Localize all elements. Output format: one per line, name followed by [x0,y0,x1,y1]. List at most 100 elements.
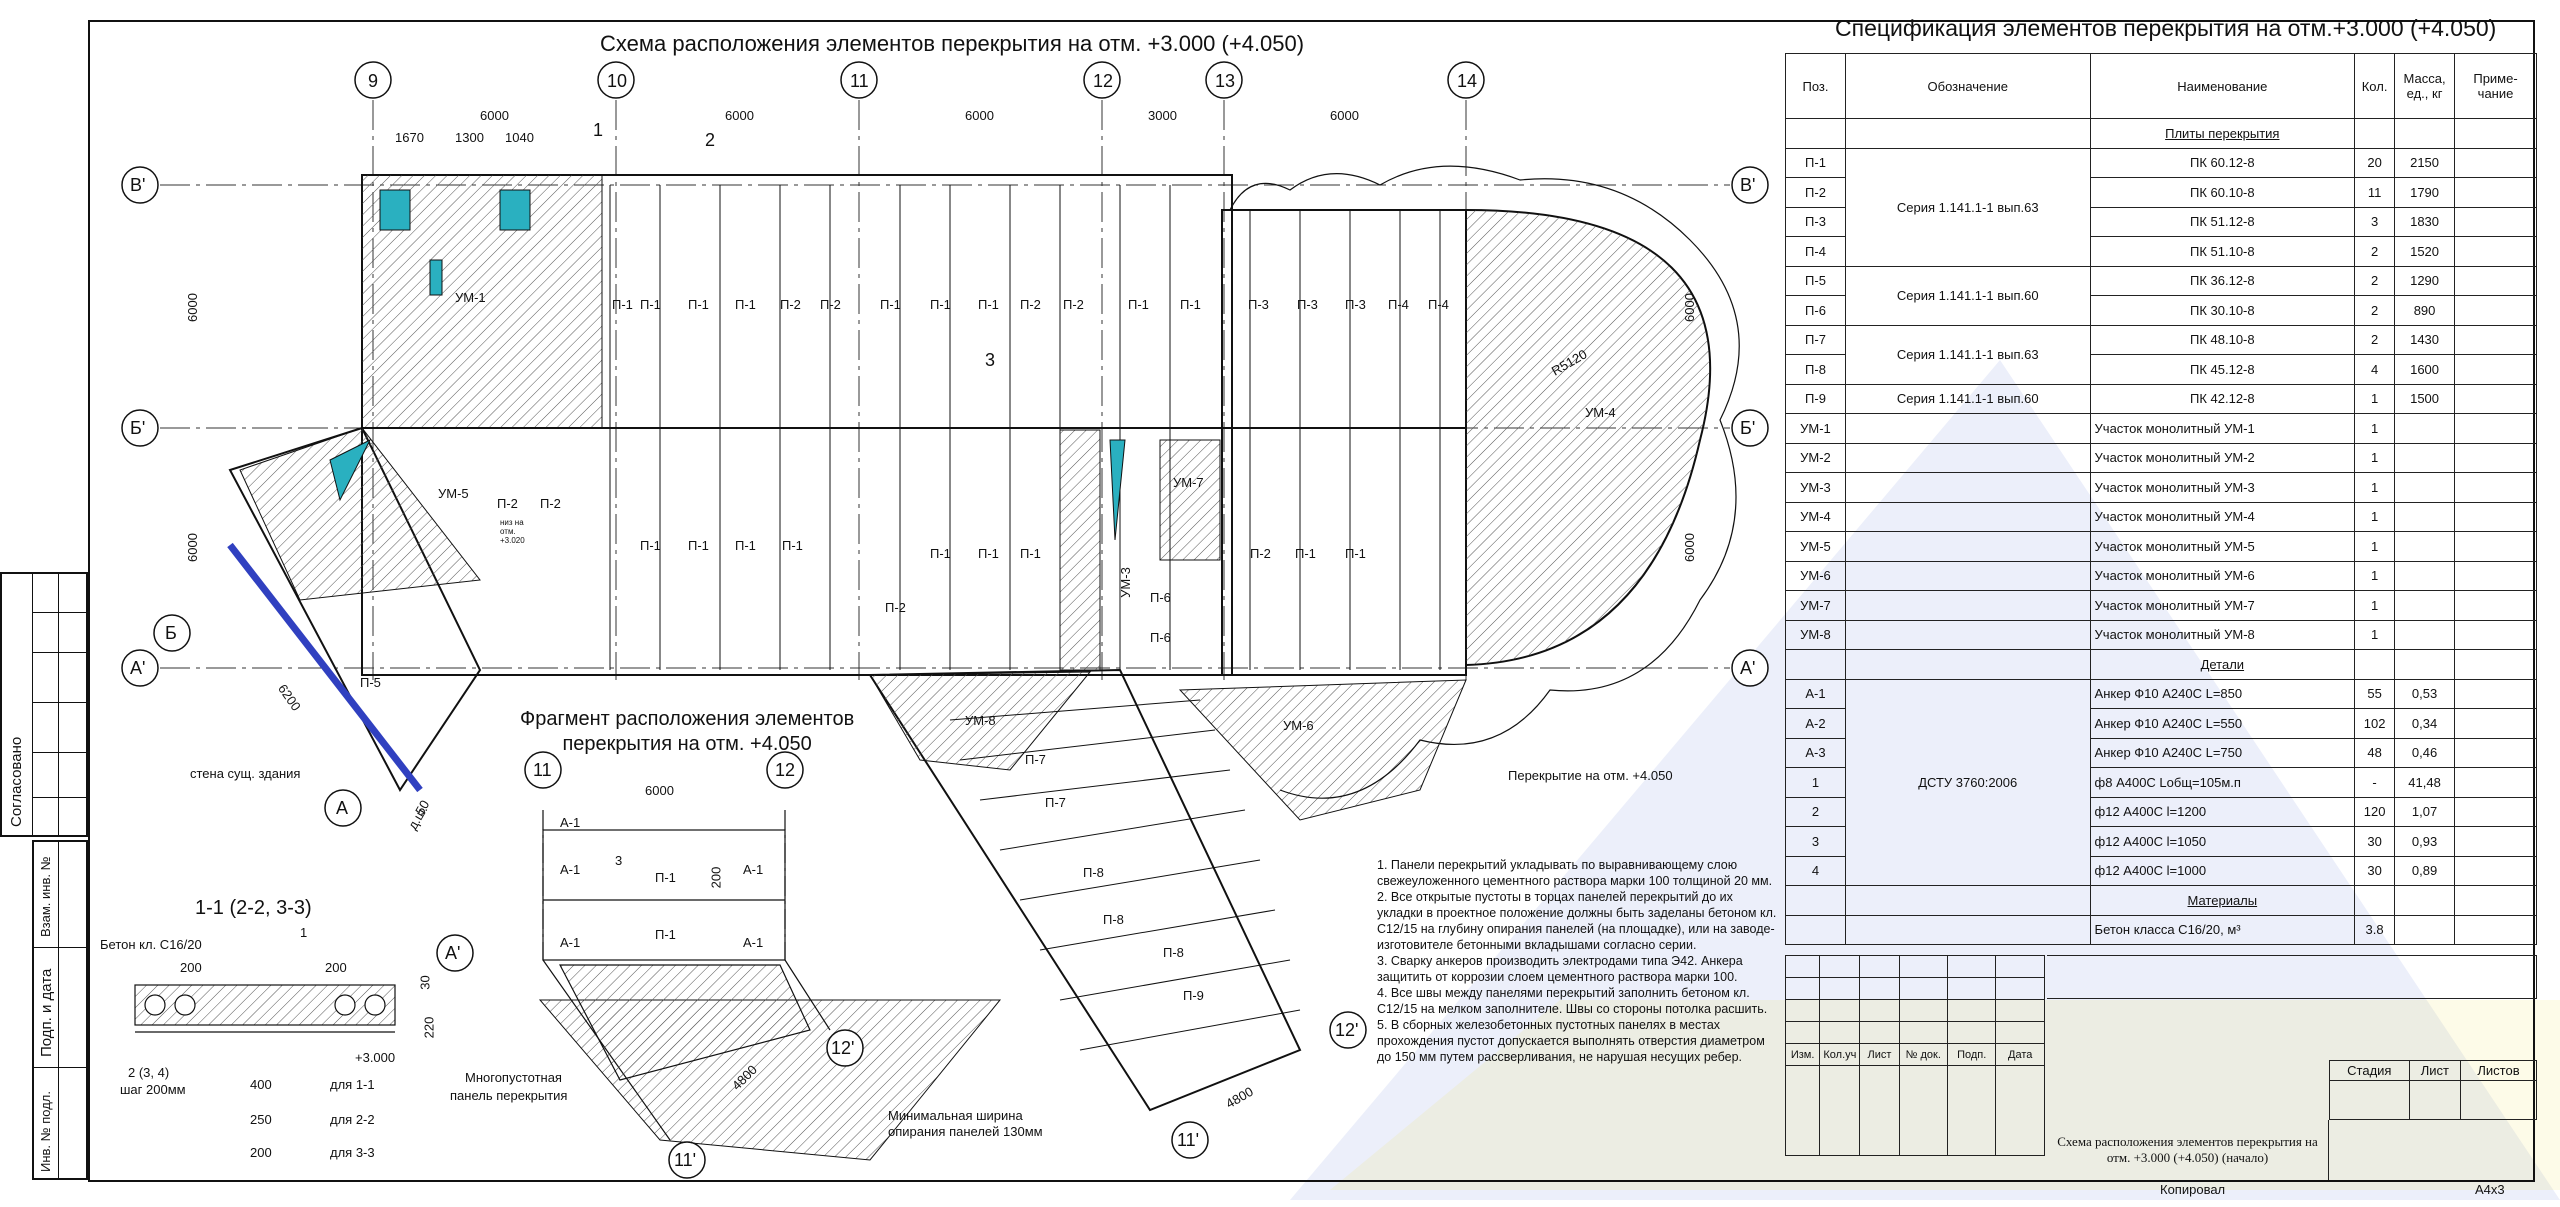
panel-r1-9: П-1 [978,297,999,312]
note-3: 3. Сварку анкеров производить электродам… [1377,954,1743,984]
fragment-axis-11p: 11' [674,1150,697,1170]
axis-a-diag-label: А [336,798,349,818]
cell: 3 [1785,826,1846,857]
dim-top-1: 6000 [480,108,509,123]
stamp-stage: Стадия [2329,1059,2410,1082]
fragment-anchor-5: А-1 [560,815,581,830]
spec-series-4: Серия 1.141.1-1 вып.60 [1844,383,2091,414]
spec-title: Спецификация элементов перекрытия на отм… [1835,15,2497,41]
fragment-panel-2: П-1 [655,927,676,942]
cell: 102 [2354,708,2396,739]
panel-r1-3: П-1 [688,297,709,312]
cell: 1 [2354,560,2396,591]
fragment-anchor-2: А-1 [743,862,764,877]
cell: 4 [1785,855,1846,886]
table-row: Материалы [1785,885,2537,916]
cell: П-4 [1785,236,1846,267]
stamp-col-date: Дата [1995,1043,2045,1066]
cell: П-2 [1785,177,1846,208]
dim-sub-2: 1300 [455,130,484,145]
spec-table: Поз. Обозначение Наименование Кол. Масса… [1785,53,2537,945]
cell: 0,93 [2394,826,2456,857]
plan-axis-11p: 11' [1177,1130,1200,1150]
fragment-anchor-3: А-1 [560,935,581,950]
section-dim-200b: 200 [325,960,347,975]
section-row-3-for: для 3-3 [330,1145,375,1160]
section-mark-1: 1 [300,925,308,940]
panel-d-5: П-8 [1103,912,1124,927]
spec-series-3: Серия 1.141.1-1 вып.63 [1844,324,2091,385]
cell: 1 [2354,619,2396,650]
fragment-axis-12: 12 [775,760,796,780]
cell: 1600 [2394,354,2456,385]
callout-3: 3 [985,350,996,370]
cell: 1520 [2394,236,2456,267]
cell: Участок монолитный УМ-7 [2089,590,2356,621]
cell: ф8 А400С Lобщ=105м.п [2089,767,2356,798]
note-2: 2. Все открытые пустоты в торцах панелей… [1377,890,1777,952]
panel-r1-10: П-2 [1020,297,1041,312]
fragment-bubbles [436,751,1367,1179]
side-inv-orig: Инв. № подл. [38,1091,53,1172]
section-dim-30: 30 [417,975,433,990]
stamp-revision-grid: Изм. Кол.уч Лист № док. Подп. Дата [1784,955,2045,1156]
cell: Участок монолитный УМ-2 [2089,442,2356,473]
panel-r1-17: П-4 [1388,297,1409,312]
fragment-drawing [542,810,831,1141]
dim-sub-1: 1670 [395,130,424,145]
side-stamp: Согласовано Взам. инв. № Подп. и дата Ин… [0,572,88,1182]
panel-r2-8: П-1 [978,546,999,561]
section-dim-220: 220 [421,1016,437,1039]
fragment-anchor-4: А-1 [743,935,764,950]
side-sign-date: Подп. и дата [38,968,55,1057]
panel-r2-1: П-2 [497,496,518,511]
panel-r2-6: П-1 [782,538,803,553]
dim-top-3: 6000 [965,108,994,123]
panel-lines [362,185,1466,1051]
spec-dstu: ДСТУ 3760:2006 [1844,678,2091,886]
spec-material-name: Бетон класса С16/20, м³ [2089,914,2356,945]
cell: Участок монолитный УМ-3 [2089,472,2356,503]
cell: Участок монолитный УМ-5 [2089,531,2356,562]
zone-um3: УМ-3 [1117,567,1133,598]
cell: 2 [2354,295,2396,326]
stamp-format: А4х3 [2475,1182,2505,1197]
section-panel-label-2: панель перекрытия [450,1088,568,1103]
axis-12-label: 12 [1093,71,1114,91]
fragment-axis-11: 11 [533,760,552,780]
panel-d-9: П-6 [1150,590,1171,605]
section-panel-label-1: Многопустотная [465,1070,562,1085]
panel-r1-8: П-1 [930,297,951,312]
zone-um5: УМ-5 [438,486,469,501]
cell: УМ-7 [1785,590,1846,621]
cell: 1 [2354,442,2396,473]
overlap-note: Перекрытие на отм. +4.050 [1508,768,1673,783]
callout-1: 1 [593,120,604,140]
stamp-stage-grid: Стадия Лист Листов [2329,1059,2537,1120]
section-row-3-dim: 200 [250,1145,272,1160]
cell: ПК 42.12-8 [2089,383,2356,414]
section-row-1-for: для 1-1 [330,1077,375,1092]
cell: 3 [2354,206,2396,237]
cell: 4 [2354,354,2396,385]
spec-material-qty: 3.8 [2354,914,2396,945]
panel-r1-4: П-1 [735,297,756,312]
cell: ПК 48.10-8 [2089,324,2356,355]
panel-r1-14: П-3 [1248,297,1269,312]
cell: 1 [2354,472,2396,503]
existing-wall-note: стена сущ. здания [190,766,301,781]
cell: 890 [2394,295,2456,326]
cell: 0,46 [2394,737,2456,768]
cell: ПК 45.12-8 [2089,354,2356,385]
note-4: 4. Все швы между панелями перекрытий зап… [1377,986,1768,1016]
dim-sub-3: 1040 [505,130,534,145]
existing-wall [227,542,423,793]
